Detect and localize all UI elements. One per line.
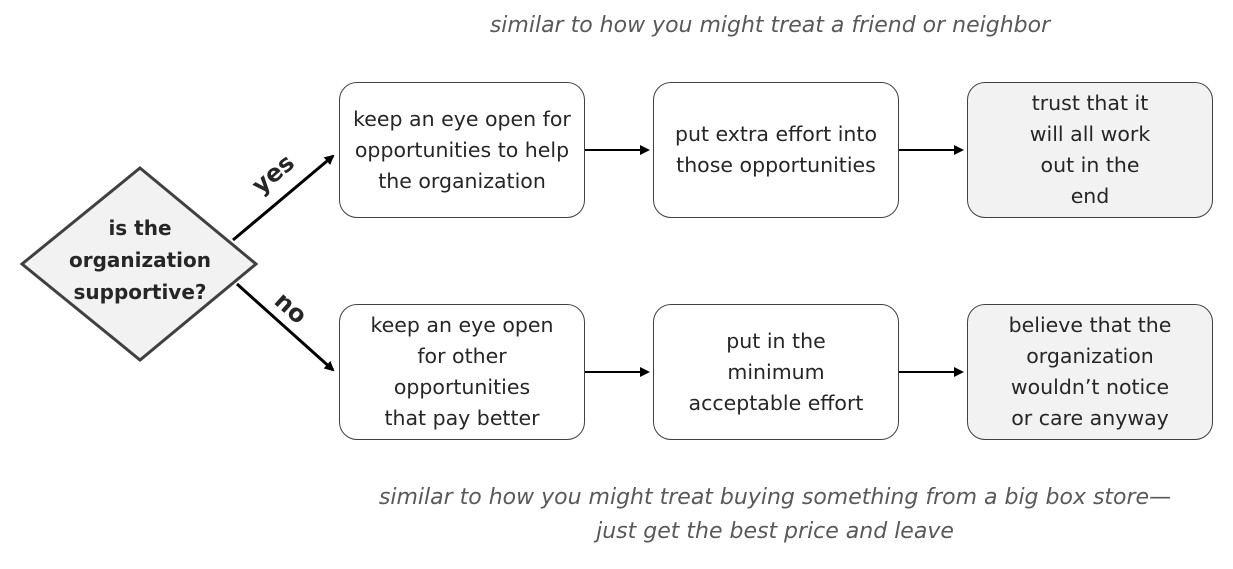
decision-label: is the organization supportive?	[40, 212, 240, 308]
yes-step-extra-effort: put extra effort into those opportunitie…	[653, 82, 899, 218]
yes-outcome-trust: trust that it will all work out in the e…	[967, 82, 1213, 218]
no-arrow	[235, 282, 335, 372]
decision-label-line1: is the	[108, 216, 172, 240]
no-step-other-opportunities: keep an eye open for other opportunities…	[339, 304, 585, 440]
decision-diamond	[19, 166, 259, 362]
caption-big-box-store-line1: similar to how you might treat buying so…	[378, 485, 1172, 510]
yes-step-watch-for-opportunities: keep an eye open for opportunities to he…	[339, 82, 585, 218]
caption-friend-or-neighbor: similar to how you might treat a friend …	[489, 13, 1051, 38]
caption-big-box-store: similar to how you might treat buying so…	[330, 481, 1220, 549]
decision-label-line3: supportive?	[73, 280, 207, 304]
no-outcome-wouldnt-notice: believe that the organization wouldn’t n…	[967, 304, 1213, 440]
decision-label-line2: organization	[68, 248, 212, 272]
yes-arrow	[232, 154, 335, 242]
caption-big-box-store-line2: just get the best price and leave	[596, 519, 954, 544]
no-step-minimum-effort: put in the minimum acceptable effort	[653, 304, 899, 440]
